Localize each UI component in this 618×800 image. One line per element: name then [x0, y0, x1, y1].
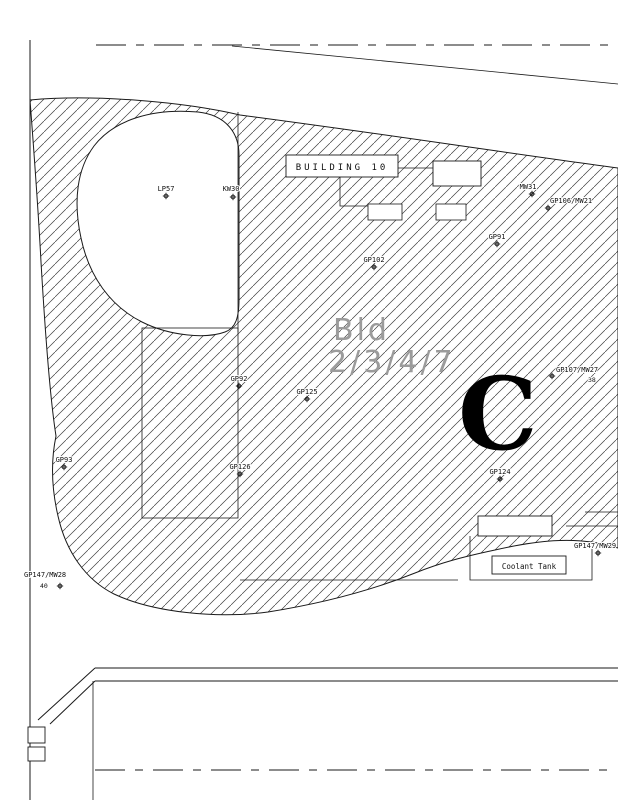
sample-point-gp102: GP102	[362, 255, 386, 271]
sample-points: LP57 KW30 MW31 GP106/MW21 GP91 GP102 GP1…	[23, 182, 617, 591]
boundary-lines	[29, 40, 618, 800]
sample-point-sublabel: 38	[588, 376, 596, 384]
bld-label-line1: Bld	[333, 313, 390, 348]
sample-point-sublabel: 40	[40, 582, 48, 590]
sample-point-gp125: GP125	[295, 387, 319, 403]
small-structure-b-outline	[367, 203, 403, 221]
sample-point-gp107-mw27: GP107/MW27 38	[548, 365, 599, 385]
sample-point-label: MW31	[520, 183, 537, 191]
sample-point-label: GP92	[231, 375, 248, 383]
sample-point-mw31: MW31	[519, 182, 537, 198]
sample-point-gp126: GP126	[228, 462, 252, 478]
structures: BUILDING 10 Coolant Tank	[27, 154, 593, 762]
sample-point-gp91: GP91	[488, 232, 506, 248]
southeast-structure-outline	[477, 515, 553, 537]
building-10-outline	[285, 154, 399, 178]
coolant-tank-outline	[491, 555, 567, 575]
bld-label-line2: 2/3/4/7	[328, 345, 456, 380]
sample-point-label: GP93	[56, 456, 73, 464]
building-10-label: BUILDING 10	[296, 163, 389, 173]
building-10-lower-line	[339, 177, 368, 207]
bottom-left-structure-2	[27, 746, 46, 762]
coolant-tank-label: Coolant Tank	[502, 562, 557, 571]
sample-point-gp124: GP124	[488, 467, 512, 483]
sample-point-gp106-mw21: GP106/MW21	[544, 196, 593, 212]
sample-point-label: GP147/MW28	[24, 571, 66, 579]
small-structure-a-outline	[432, 160, 482, 187]
sample-point-label: GP91	[489, 233, 506, 241]
sample-point-label: KW30	[223, 185, 240, 193]
sample-point-gp147-mw28: GP147/MW28 40	[23, 570, 67, 591]
small-structure-c-outline	[435, 203, 467, 221]
sample-point-label: GP102	[363, 256, 384, 264]
sample-point-kw30: KW30	[222, 184, 240, 201]
sample-point-gp93: GP93	[55, 455, 73, 471]
sample-point-label: LP57	[158, 185, 175, 193]
zone-letter-c: C	[458, 355, 538, 473]
sample-point-label: GP107/MW27	[556, 366, 598, 374]
southeast-building-outline	[469, 536, 593, 581]
lower-road-diagonal-2	[49, 680, 96, 725]
bottom-left-structure-1	[27, 726, 46, 744]
sample-point-label: GP106/MW21	[550, 197, 592, 205]
sample-point-label: GP147/MW29	[574, 542, 616, 550]
lower-road-diagonal-1	[37, 667, 96, 721]
survey-marker-icon	[56, 582, 64, 590]
pad-outline	[141, 327, 239, 519]
sample-point-label: GP126	[229, 463, 250, 471]
sample-point-gp92: GP92	[230, 374, 248, 390]
sample-point-gp147-mw29: GP147/MW29	[573, 541, 617, 557]
unhatched-pocket-boundary	[76, 110, 240, 337]
sample-point-lp57: LP57	[157, 184, 175, 200]
sample-point-label: GP125	[296, 388, 317, 396]
top-diagonal-road-line	[231, 45, 618, 85]
survey-marker-icon	[594, 549, 602, 557]
sample-point-label: GP124	[489, 468, 510, 476]
area-annotations: Bld 2/3/4/7 C	[328, 313, 538, 473]
